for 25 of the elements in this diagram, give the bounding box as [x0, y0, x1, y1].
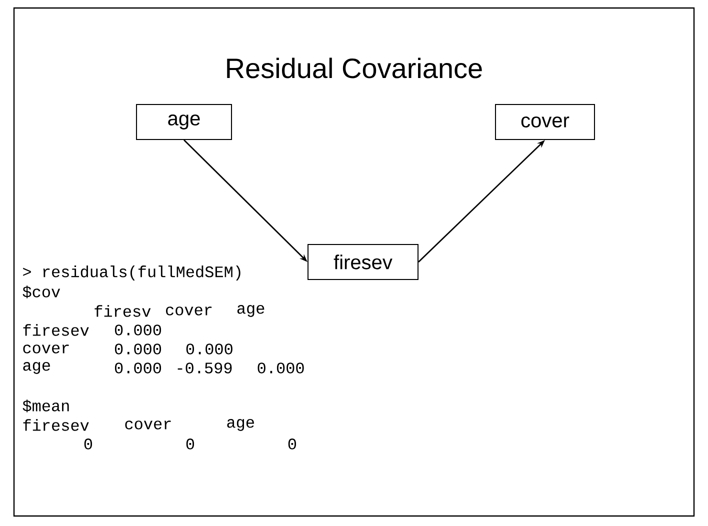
variable-box: age: [136, 104, 232, 140]
console-text: 0: [288, 438, 296, 450]
title: Residual Covariance: [227, 58, 482, 78]
console-text: cover: [166, 306, 212, 316]
variable-box: cover: [495, 104, 595, 140]
console-text: firesev: [23, 324, 89, 336]
console-text: > residuals(fullMedSEM): [23, 266, 240, 280]
console-text: $mean: [22, 400, 69, 412]
console-text: cover: [23, 344, 69, 354]
variable-box: firesev: [308, 244, 418, 280]
console-text: 0.000: [186, 344, 232, 354]
console-text: 0: [84, 438, 92, 450]
console-text: age: [237, 305, 264, 317]
console-text: 0.000: [258, 362, 304, 374]
console-text: 0.000: [114, 324, 162, 336]
console-text: firesv: [94, 305, 151, 317]
console-text: firesev: [23, 419, 89, 431]
console-text: -0.599: [178, 362, 232, 374]
console-text: age: [227, 419, 254, 431]
console-text: 0.000: [114, 344, 162, 354]
console-text: 0.000: [114, 362, 162, 374]
console-text: cover: [125, 420, 171, 430]
console-text: age: [23, 362, 50, 374]
console-text: 0: [186, 438, 194, 450]
console-text: $cov: [22, 286, 60, 298]
